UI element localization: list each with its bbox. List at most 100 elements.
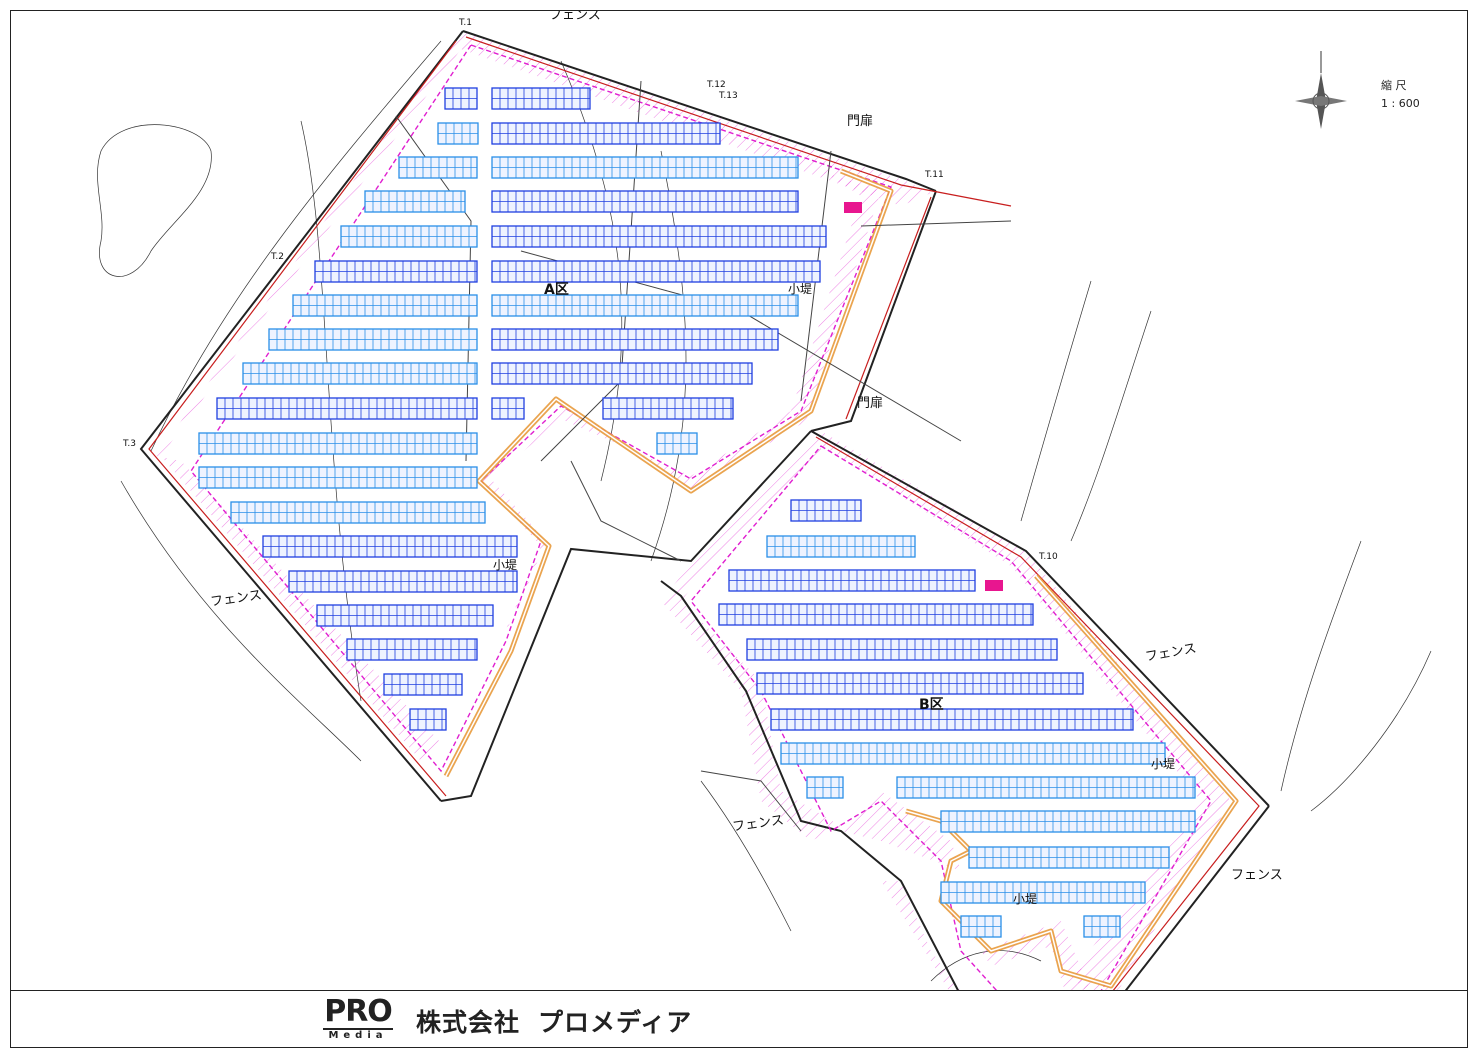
site-plan-drawing: 縮 尺 1 : 600 A区 B区 フェンス フェンス フェンス フェンス フェ…: [10, 8, 1468, 1033]
company-name: 株式会社プロメディア: [416, 1003, 692, 1039]
solar-panel-row: [940, 881, 1146, 904]
panel-module-grid: [976, 847, 1162, 868]
solar-panel-row: [491, 362, 753, 385]
contour-line: [120, 480, 362, 762]
solar-panel-row: [346, 638, 478, 661]
panel-module-grid: [296, 571, 514, 592]
panel-module-grid: [499, 261, 813, 282]
fence-line: [462, 30, 937, 192]
panel-module-grid: [774, 536, 912, 557]
solar-panel-row: [491, 87, 591, 110]
slope-hatch: [661, 431, 841, 841]
solar-panel-row: [491, 122, 721, 145]
logo-sub-text: Media: [328, 1030, 388, 1041]
solar-panel-row: [444, 87, 478, 110]
panel-module-grid: [754, 639, 1052, 660]
solar-panel-row: [806, 776, 844, 799]
scale-label: 縮 尺: [1381, 78, 1407, 92]
solar-panel-row: [960, 915, 1002, 938]
gate-label: 門扉: [857, 395, 883, 411]
solar-panel-row: [602, 397, 734, 420]
solar-panel-row: [790, 499, 862, 522]
solar-panel-row: [766, 535, 916, 558]
panel-module-grid: [499, 123, 717, 144]
small-levee-label: 小堤: [788, 282, 812, 296]
panel-module-grid: [417, 709, 443, 730]
solar-panel-row: [398, 156, 478, 179]
site-plan-svg: 縮 尺 1 : 600 A区 B区 フェンス フェンス フェンス フェンス フェ…: [97, 8, 1432, 1033]
panel-module-grid: [499, 88, 589, 109]
property-line: [815, 436, 1260, 1007]
zone-label-b: B区: [919, 697, 944, 713]
solar-panel-row: [409, 708, 447, 731]
solar-panel-row: [437, 122, 479, 145]
panel-module-grid: [391, 674, 457, 695]
compass-ring: [1312, 92, 1330, 110]
panel-module-grid: [372, 191, 462, 212]
solar-panel-row: [216, 397, 478, 420]
solar-panel-row: [314, 260, 478, 283]
solar-panel-row: [491, 397, 525, 420]
survey-point-label: T.13: [718, 91, 738, 101]
solar-panel-row: [383, 673, 463, 696]
company-type: 株式会社: [416, 1008, 521, 1037]
north-arrow-icon: [1295, 51, 1347, 129]
equipment-markers: [844, 202, 1003, 591]
panel-module-grid: [499, 295, 797, 316]
panel-module-grid: [206, 467, 472, 488]
property-line: [465, 36, 1012, 207]
panel-module-grid: [452, 88, 470, 109]
panel-module-grid: [322, 261, 476, 282]
fence-line: [810, 430, 1270, 807]
panel-module-grid: [499, 226, 821, 247]
company-logo: PRO Media: [321, 997, 395, 1041]
panel-module-grid: [778, 709, 1132, 730]
solar-panel-row: [340, 225, 478, 248]
survey-point-label: T.2: [270, 252, 284, 262]
fence-line: [810, 190, 937, 432]
panel-module-grid: [798, 500, 856, 521]
panel-module-grid: [499, 157, 797, 178]
small-levee-label: 小堤: [1151, 757, 1175, 771]
panel-module-grid: [300, 295, 470, 316]
logo-divider: [323, 1028, 393, 1030]
levee-berm-core: [905, 575, 1237, 987]
survey-point-label: T.1: [458, 18, 472, 28]
panel-module-grid: [948, 882, 1142, 903]
panel-module-grid: [354, 639, 476, 660]
contour-line: [1280, 540, 1362, 792]
road-line: [570, 460, 682, 562]
solar-panel-row: [198, 432, 478, 455]
small-levee-label: 小堤: [493, 558, 517, 572]
panel-module-grid: [736, 570, 970, 591]
solar-panel-row: [770, 708, 1134, 731]
panel-module-grid: [499, 363, 749, 384]
panel-module-grid: [499, 191, 797, 212]
solar-panel-row: [491, 328, 779, 351]
solar-panel-row: [968, 846, 1170, 869]
fence-label: フェンス: [209, 588, 262, 610]
solar-panel-row: [896, 776, 1196, 799]
fence-label: フェンス: [1144, 641, 1198, 665]
boundary-line: [690, 445, 1212, 1002]
scale-value: 1 : 600: [1381, 97, 1420, 110]
fence-line: [139, 30, 464, 802]
panel-module-grid: [406, 157, 472, 178]
panel-module-grid: [276, 329, 470, 350]
survey-point-label: T.11: [924, 170, 944, 180]
title-block: PRO Media 株式会社プロメディア: [10, 990, 1468, 1048]
solar-panel-row: [491, 190, 799, 213]
compass-ew-needle: [1295, 96, 1347, 106]
panel-module-grid: [224, 398, 474, 419]
panel-module-grid: [726, 604, 1032, 625]
solar-panel-row: [940, 810, 1196, 833]
solar-panel-row: [491, 294, 799, 317]
solar-panel-row: [364, 190, 466, 213]
small-levee-label: 小堤: [1013, 892, 1037, 906]
contour-line: [150, 40, 442, 452]
contour-line: [700, 780, 792, 932]
solar-panel-row: [242, 362, 478, 385]
solar-panel-row: [780, 742, 1166, 765]
panel-module-grid: [610, 398, 732, 419]
panel-module-grid: [948, 811, 1190, 832]
